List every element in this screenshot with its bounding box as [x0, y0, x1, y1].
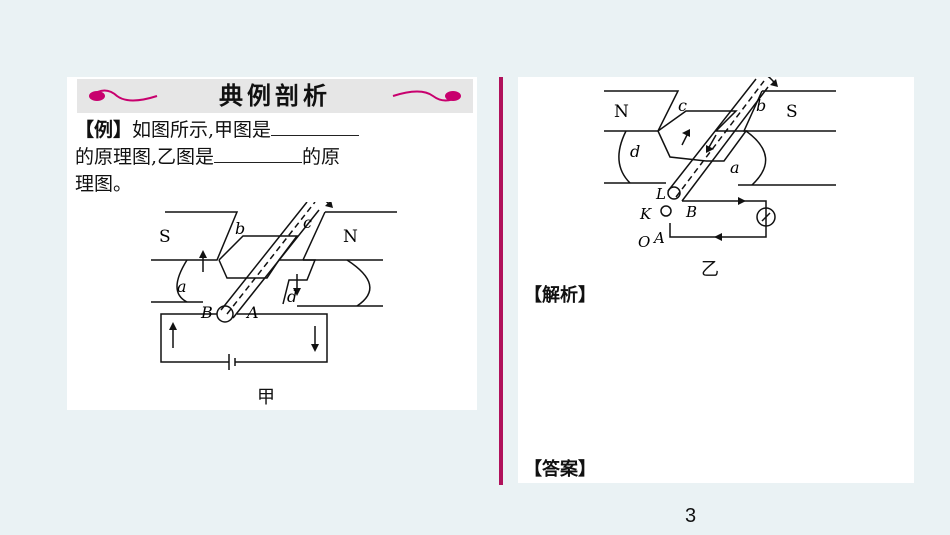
question-line-2b: 的原 — [302, 146, 341, 168]
caption-yi: 乙 — [701, 259, 719, 280]
right-panel: N S c b d a L K B O A 乙 【解析】 【答案】 — [518, 77, 914, 483]
question-line-3: 理图。 — [75, 173, 133, 195]
label-d: d — [630, 142, 640, 161]
label-c: c — [303, 213, 312, 232]
label-B: B — [685, 203, 697, 221]
label-A: A — [245, 303, 259, 322]
analysis-label: 【解析】 — [524, 285, 596, 306]
section-title: 典例剖析 — [219, 81, 331, 110]
label-s: S — [159, 227, 171, 247]
label-B: B — [200, 303, 213, 322]
label-O: O — [638, 233, 650, 251]
answer-blank-1 — [271, 117, 360, 136]
answer-label: 【答案】 — [524, 459, 596, 480]
label-L: L — [655, 185, 666, 203]
label-a: a — [177, 277, 187, 296]
question-tag: 【例】 — [75, 119, 133, 141]
label-s: S — [786, 102, 798, 122]
label-n: N — [343, 227, 358, 247]
diagram-yi: N S c b d a L K B O A — [604, 77, 836, 251]
page-number: 3 — [685, 505, 697, 527]
label-c: c — [678, 96, 687, 115]
question-line-1: 如图所示,甲图是 — [132, 119, 272, 141]
banner-decoration — [89, 89, 461, 102]
left-panel: 典例剖析 【例】如图所示,甲图是 的原理图,乙图是 的原 理图。 — [67, 77, 477, 410]
answer-blank-2 — [214, 144, 303, 163]
caption-jia: 甲 — [257, 387, 275, 408]
question-text: 【例】如图所示,甲图是 的原理图,乙图是 的原 理图。 — [75, 117, 475, 198]
section-header-banner: 典例剖析 — [77, 79, 473, 113]
question-line-2a: 的原理图,乙图是 — [75, 146, 215, 168]
label-A: A — [652, 229, 665, 247]
label-a: a — [730, 158, 740, 177]
label-n: N — [614, 102, 629, 122]
label-K: K — [639, 205, 652, 223]
label-b-lower: b — [756, 96, 766, 115]
vertical-divider — [499, 77, 503, 485]
diagram-jia: S N b c a d B A — [151, 202, 397, 370]
label-b-lower: b — [235, 219, 245, 238]
label-d: d — [287, 287, 297, 306]
